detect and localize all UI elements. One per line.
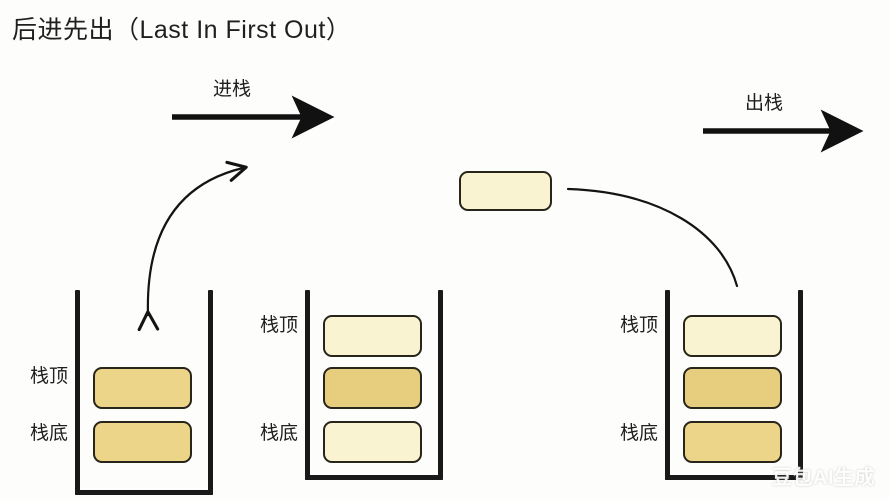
stack-wall-right xyxy=(798,290,803,480)
pop-curve xyxy=(566,187,739,288)
stack-wall-right xyxy=(438,290,443,480)
stack-block xyxy=(683,421,782,463)
stack-top-label: 栈顶 xyxy=(619,315,658,336)
stack-block xyxy=(683,315,782,357)
stack-bottom-label: 栈底 xyxy=(259,423,298,444)
stack-block xyxy=(683,367,782,409)
stack-block xyxy=(93,421,192,463)
floating-block xyxy=(459,171,552,211)
watermark: 豆包AI生成 xyxy=(772,467,875,489)
stack-bottom-label: 栈底 xyxy=(29,423,68,444)
stack-block xyxy=(93,367,192,409)
stack-wall-left xyxy=(665,290,670,480)
stack-bottom-label: 栈底 xyxy=(619,423,658,444)
stack-floor xyxy=(305,475,443,480)
stack-wall-right xyxy=(208,290,213,495)
pop-arrow-label: 出栈 xyxy=(745,93,784,114)
stack-block xyxy=(323,421,422,463)
stack-top-label: 栈顶 xyxy=(29,366,68,387)
stack-block xyxy=(323,367,422,409)
push-curve-arrow xyxy=(137,160,248,332)
push-arrow-label: 进栈 xyxy=(213,79,252,100)
stack-block xyxy=(323,315,422,357)
stack-top-label: 栈顶 xyxy=(259,315,298,336)
page-title: 后进先出（Last In First Out） xyxy=(12,16,352,44)
stack-floor xyxy=(665,475,803,480)
stack-floor xyxy=(75,490,213,495)
stack-wall-left xyxy=(305,290,310,480)
stack-wall-left xyxy=(75,290,80,495)
